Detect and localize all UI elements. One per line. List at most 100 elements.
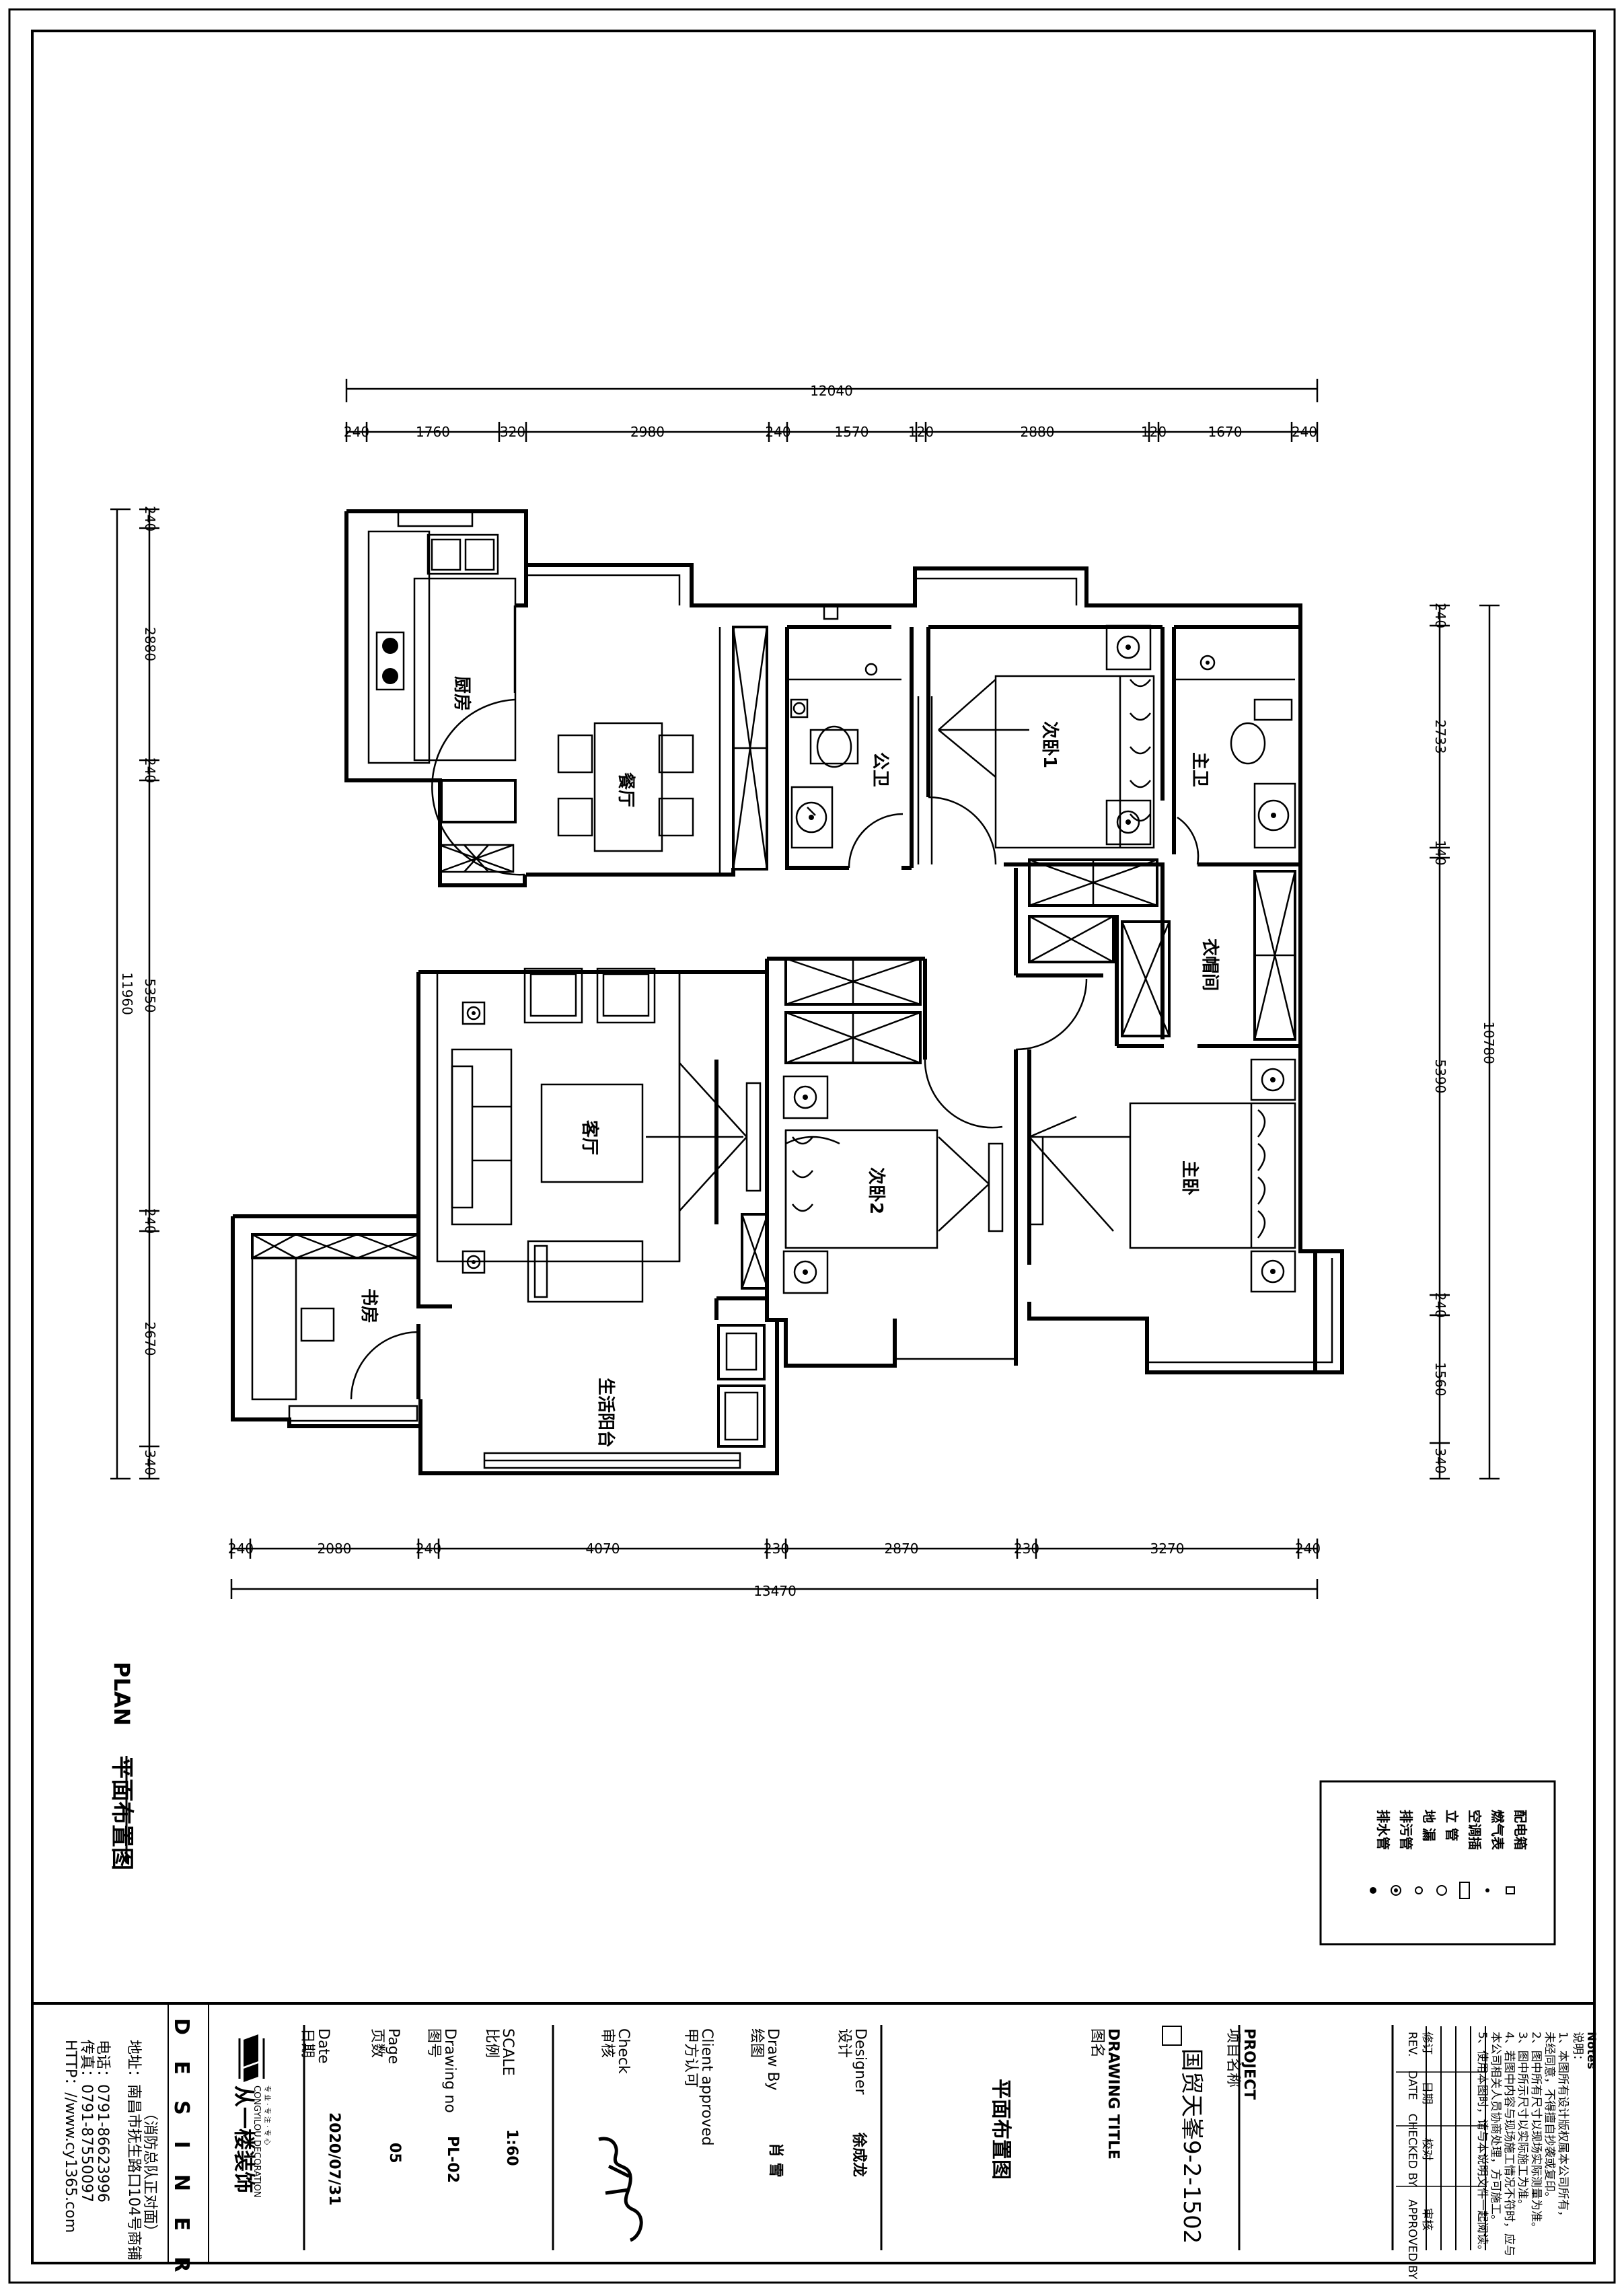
designer-value: 徐成龙 xyxy=(850,2132,868,2177)
note-line: 2、图中所有尺寸以现场实际测量为准。 xyxy=(1529,2032,1543,2233)
dim-left-seg-label: 5350 xyxy=(142,979,158,1013)
note-line: 1、本图所有设计版权属本公司所有， xyxy=(1556,2032,1570,2222)
dim-right-seg-label: 140 xyxy=(1432,840,1448,865)
drawing-title-label: DRAWING TITLE xyxy=(1105,2028,1121,2159)
room-living: 客厅 xyxy=(579,1120,600,1155)
dim-left-seg-label: 240 xyxy=(142,506,158,531)
furniture xyxy=(350,533,1296,1400)
dim-right-seg-label: 5390 xyxy=(1432,1060,1448,1094)
rev-header-en: REV.DATECHECKED BYAPPROVED BY xyxy=(1405,2032,1419,2280)
drawing-no-label-cn: 图号 xyxy=(425,2028,442,2058)
drawby-label-cn: 绘图 xyxy=(748,2028,765,2058)
dim-bottom-seg-label: 3270 xyxy=(1150,1541,1185,1557)
project-name: 国贸天峯9-2-1502 xyxy=(1178,2048,1205,2244)
project-label: PROJECT xyxy=(1241,2028,1257,2100)
drawing-title-label-cn: 图名 xyxy=(1088,2028,1105,2058)
distribution-box-symbol xyxy=(1506,1886,1515,1894)
room-bedroom-3: 次卧2 xyxy=(866,1167,886,1214)
note-line: 3、图中所示尺寸以实际施工为准。 xyxy=(1516,2032,1529,2211)
sewage-pipe-dot xyxy=(1394,1888,1398,1892)
check-label-cn: 审核 xyxy=(599,2028,616,2058)
company-name-en: CONGYILOU DECORATION xyxy=(252,2085,262,2198)
inner-border xyxy=(31,30,1596,2264)
dim-top-seg-label: 240 xyxy=(765,424,790,440)
dim-top-seg-label: 2980 xyxy=(630,424,665,440)
client-label-cn: 甲方认可 xyxy=(682,2028,699,2087)
dim-top-seg-label: 320 xyxy=(500,424,525,440)
dim-right-seg-label: 240 xyxy=(1432,1292,1448,1318)
dim-top-seg-label: 240 xyxy=(344,424,369,440)
dim-left-seg-label: 240 xyxy=(142,757,158,783)
legend-label: 立 管 xyxy=(1444,1810,1460,1841)
designer-label: Designer xyxy=(852,2028,869,2095)
project-label-cn: 项目名称 xyxy=(1224,2028,1241,2087)
company-name-cn: 从一楼装饰 xyxy=(231,2085,257,2193)
riser-pipe-symbol xyxy=(1436,1885,1447,1896)
legend-label: 燃气表 xyxy=(1489,1810,1506,1851)
dim-top-seg-label: 120 xyxy=(908,424,934,440)
note-line: 本公司相关人员协商处理，方可施工。 xyxy=(1489,2032,1502,2226)
room-dining: 餐厅 xyxy=(616,772,636,807)
drain-pipe-symbol xyxy=(1370,1887,1376,1894)
dim-bottom-seg-label: 240 xyxy=(1295,1541,1321,1557)
legend-label: 配电箱 xyxy=(1512,1810,1528,1850)
drawby-label: Draw By xyxy=(764,2028,781,2091)
company-fax: 传真：0791-87550097 xyxy=(78,2040,95,2203)
date-label-cn: 日期 xyxy=(299,2028,316,2058)
dim-top-seg-label: 240 xyxy=(1292,424,1317,440)
dim-top-seg-label: 2880 xyxy=(1021,424,1055,440)
scale-value: 1:60 xyxy=(503,2129,520,2166)
notes-cn: 说明： xyxy=(1571,2032,1584,2066)
dim-right-seg-label: 340 xyxy=(1432,1448,1448,1473)
plan-title-cn: 平面布置图 xyxy=(108,1756,135,1870)
note-line: 5、使用本图时，请与本说明文件一起阅读。 xyxy=(1475,2032,1489,2256)
page-label: Page xyxy=(385,2028,402,2064)
dim-right-seg-label: 1560 xyxy=(1432,1362,1448,1397)
room-master-bath: 主卫 xyxy=(1189,752,1210,787)
dim-bottom-seg-label: 230 xyxy=(1014,1541,1039,1557)
dim-bottom-seg-label: 4070 xyxy=(586,1541,620,1557)
outer-border xyxy=(8,8,1616,2284)
company-web: HTTP：//www.cy1365.com xyxy=(62,2040,79,2233)
company-address: 地址：南昌市抚生路口104号商铺 xyxy=(125,2040,142,2260)
plan-title: PLAN 平面布置图 xyxy=(108,1662,135,1870)
company-phone: 电话：0791-86623996 xyxy=(94,2040,111,2203)
dim-left-total: 11960 xyxy=(119,972,135,1015)
page-label-cn: 页数 xyxy=(369,2028,385,2058)
designers-text: D E S I N E R S C xyxy=(170,2018,193,2292)
dim-left-seg-label: 340 xyxy=(142,1450,158,1475)
room-master: 主卧 xyxy=(1179,1160,1199,1195)
dim-left-seg-label: 2880 xyxy=(142,627,158,661)
check-signature xyxy=(598,2137,643,2242)
gas-meter-symbol xyxy=(1485,1888,1489,1892)
floor-drain-symbol xyxy=(1415,1886,1423,1894)
plan-title-en: PLAN xyxy=(109,1662,135,1726)
dim-top-seg-label: 120 xyxy=(1141,424,1167,440)
room-closet: 衣帽间 xyxy=(1199,938,1220,991)
check-label: Check xyxy=(615,2028,632,2074)
notes-title: Notes xyxy=(1584,2032,1598,2069)
dim-top-seg-label: 1570 xyxy=(835,424,869,440)
dim-right-seg-label: 2733 xyxy=(1432,720,1448,754)
dim-left-seg-label: 240 xyxy=(142,1208,158,1234)
note-line: 4、若图中内容与现场施工情况不符时，应与 xyxy=(1502,2032,1516,2256)
sewage-pipe-symbol xyxy=(1391,1885,1401,1896)
rev-header-cn: 修订日期校对审核 xyxy=(1420,2032,1434,2231)
dim-top-total: 12040 xyxy=(810,383,853,399)
legend-label: 地 漏 xyxy=(1421,1810,1437,1841)
walls xyxy=(231,509,1344,1475)
drawing-title-value: 平面布置图 xyxy=(989,2079,1012,2180)
dim-bottom-seg-label: 230 xyxy=(764,1541,789,1557)
dim-bottom-total: 13470 xyxy=(753,1583,797,1599)
company-logo xyxy=(238,2034,265,2082)
note-line: 未经同意，不得擅自抄袭或复印。 xyxy=(1543,2032,1556,2203)
drawby-value: 肖 雪 xyxy=(767,2143,784,2178)
date-value: 2020/07/31 xyxy=(326,2112,342,2206)
room-balcony: 生活阳台 xyxy=(595,1378,616,1448)
